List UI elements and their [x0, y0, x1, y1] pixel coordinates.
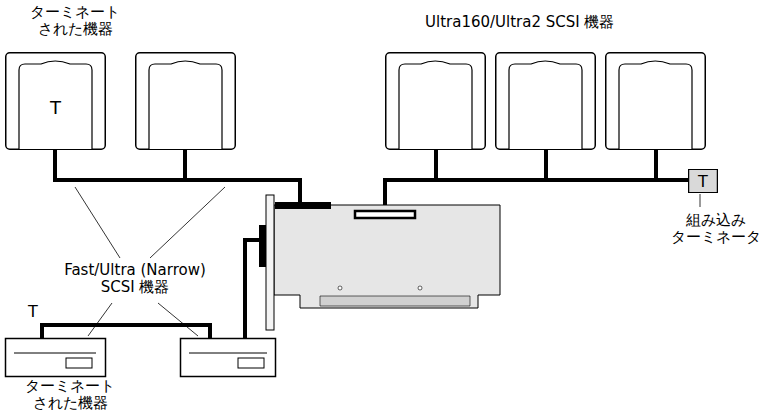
internal-drive [181, 339, 276, 377]
monitor-case [6, 53, 106, 150]
group-label: Ultra160/Ultra2 SCSI 機器 [425, 14, 614, 31]
leader-line [150, 187, 225, 258]
drive-detail [189, 353, 267, 354]
scsi-cable [434, 150, 438, 180]
external-device [606, 53, 706, 150]
drive-detail [66, 358, 92, 368]
terminator-box [689, 170, 718, 193]
card-detail [338, 286, 342, 290]
external-device [136, 53, 236, 150]
scsi-cable [42, 325, 210, 338]
drive-detail [238, 358, 264, 368]
built-in-terminator: T [688, 169, 718, 193]
card-connector [275, 202, 331, 209]
device-label: ターミネート された機器 [10, 378, 130, 413]
terminator-mark: T [5, 97, 106, 118]
group-label: Fast/Ultra (Narrow) SCSI 機器 [49, 262, 221, 297]
card-edge-connector [320, 296, 470, 306]
scsi-cable [654, 150, 658, 180]
external-device [496, 53, 596, 150]
scsi-card [274, 205, 500, 308]
leader-line [88, 303, 112, 336]
card-connector [259, 225, 266, 267]
leader-line [700, 194, 701, 207]
device-label: ターミネート された機器 [15, 4, 135, 39]
scsi-cable [183, 150, 187, 180]
external-device [386, 53, 486, 150]
callout-label: 組み込み ターミネータ [666, 212, 766, 247]
terminator-mark: T [688, 172, 718, 191]
terminated-device: T [5, 52, 106, 150]
scsi-cable [55, 150, 300, 205]
drive-detail [14, 353, 96, 354]
scsi-cable [245, 240, 259, 338]
scsi-cable [544, 150, 548, 180]
card-detail [418, 286, 422, 290]
internal-drive [6, 339, 106, 377]
leader-line [158, 303, 198, 336]
terminator-mark: T [28, 303, 38, 321]
leader-line [75, 187, 120, 258]
card-connector [355, 211, 415, 218]
card-bracket [266, 195, 274, 330]
